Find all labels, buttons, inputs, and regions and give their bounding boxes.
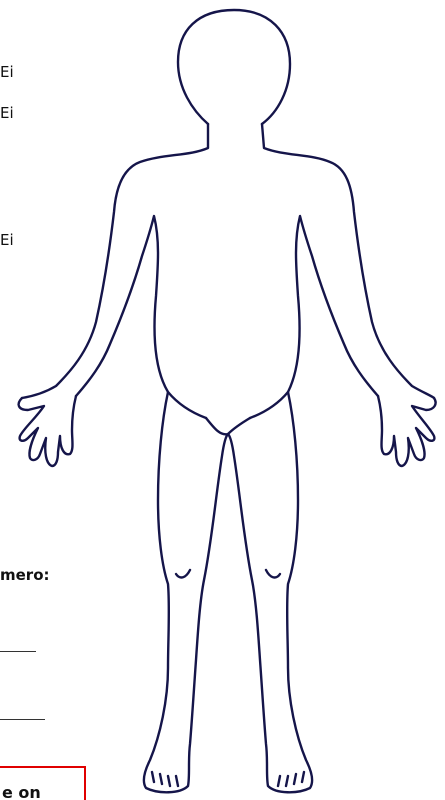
left-knee-mark [176, 570, 190, 577]
left-side-outer-outline [22, 124, 208, 398]
left-inner-arm-outline [76, 216, 206, 418]
right-toe-marks [278, 772, 304, 786]
left-outer-leg-outline [144, 392, 228, 792]
right-hand-outline [378, 396, 436, 466]
right-side-outer-outline [262, 124, 434, 398]
crotch-outline [206, 418, 250, 434]
head-outline [178, 10, 290, 124]
left-toe-marks [152, 772, 178, 786]
right-outer-leg-outline [228, 392, 312, 792]
right-knee-mark [266, 570, 280, 577]
left-hand-outline [19, 396, 76, 466]
